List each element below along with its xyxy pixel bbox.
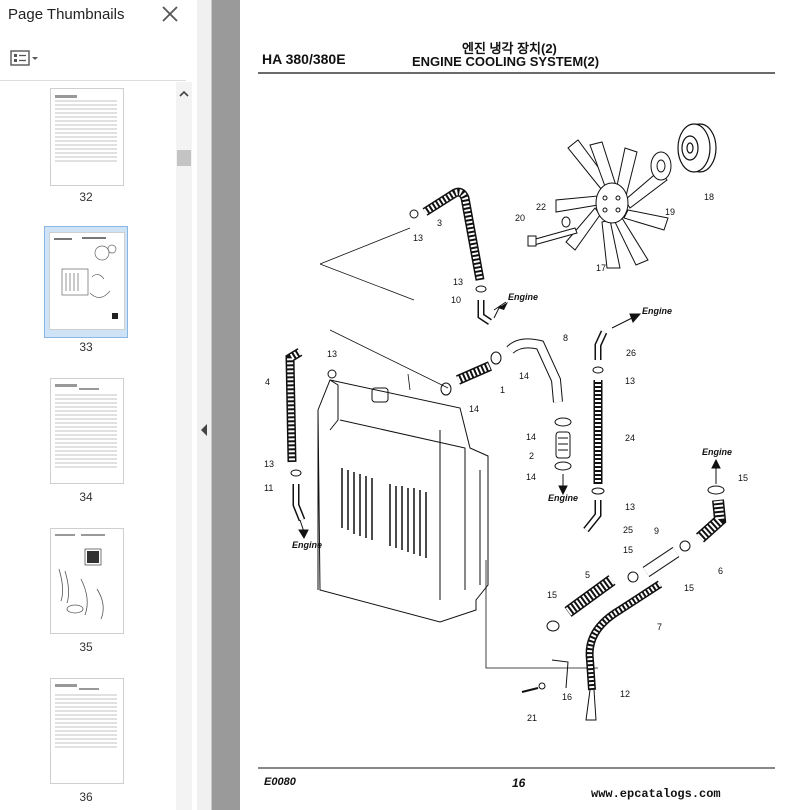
engine-label: Engine bbox=[702, 447, 732, 457]
panel-title: Page Thumbnails bbox=[8, 6, 125, 23]
radiator-core bbox=[341, 468, 427, 558]
callout-15c: 15 bbox=[684, 583, 694, 593]
callout-13b: 13 bbox=[453, 277, 463, 287]
part-callouts: 1 2 3 4 5 6 7 8 9 10 11 12 13 13 13 13 1… bbox=[264, 192, 748, 723]
upper-hose bbox=[409, 187, 492, 325]
panel-toolbar bbox=[0, 40, 186, 81]
callout-16: 16 bbox=[562, 692, 572, 702]
thumbnail-page-34[interactable] bbox=[50, 378, 124, 484]
right-pipes bbox=[583, 330, 608, 533]
engine-label: Engine bbox=[548, 493, 578, 503]
callout-13d: 13 bbox=[264, 459, 274, 469]
callout-5: 5 bbox=[585, 570, 590, 580]
callout-13: 13 bbox=[413, 233, 423, 243]
callout-22: 22 bbox=[536, 202, 546, 212]
thumbnail-label-35: 35 bbox=[79, 640, 93, 654]
thumbnail-scrollbar[interactable] bbox=[176, 82, 192, 810]
callout-3: 3 bbox=[437, 218, 442, 228]
callout-14: 14 bbox=[469, 404, 479, 414]
callout-18: 18 bbox=[704, 192, 714, 202]
callout-14c: 14 bbox=[526, 432, 536, 442]
callout-13e: 13 bbox=[625, 376, 635, 386]
engine-arrows bbox=[298, 301, 721, 540]
callout-14b: 14 bbox=[519, 371, 529, 381]
callout-24: 24 bbox=[625, 433, 635, 443]
panel-header: Page Thumbnails bbox=[0, 0, 197, 34]
page-preview bbox=[55, 95, 117, 162]
title-korean: 엔진 냉각 장치(2) bbox=[462, 41, 557, 56]
model-title: HA 380/380E bbox=[262, 51, 346, 67]
thumbnail-label-36: 36 bbox=[79, 790, 93, 804]
title-english: ENGINE COOLING SYSTEM(2) bbox=[412, 54, 600, 69]
radiator-hoses bbox=[440, 338, 572, 471]
thumbnails-panel: Page Thumbnails bbox=[0, 0, 198, 810]
callout-1: 1 bbox=[500, 385, 505, 395]
callout-6: 6 bbox=[718, 566, 723, 576]
callout-10: 10 bbox=[451, 295, 461, 305]
page-preview bbox=[55, 534, 105, 620]
engine-label: Engine bbox=[292, 540, 322, 550]
page-preview bbox=[54, 237, 118, 319]
panel-splitter[interactable] bbox=[197, 0, 212, 810]
page-preview bbox=[55, 684, 117, 748]
thumbnail-page-33[interactable] bbox=[49, 232, 125, 330]
exploded-diagram: Engine Engine Engine Engine Engine 1 2 3… bbox=[258, 72, 775, 769]
footer-code: E0080 bbox=[264, 776, 296, 788]
engine-label: Engine bbox=[508, 292, 538, 302]
callout-14d: 14 bbox=[526, 472, 536, 482]
callout-11: 11 bbox=[264, 483, 273, 493]
thumbnail-options-icon[interactable] bbox=[10, 50, 42, 68]
document-page[interactable]: HA 380/380E 엔진 냉각 장치(2) ENGINE COOLING S… bbox=[240, 0, 803, 810]
thumbnail-label-32: 32 bbox=[79, 190, 93, 204]
radiator bbox=[317, 379, 489, 623]
callout-25: 25 bbox=[623, 525, 633, 535]
close-icon[interactable] bbox=[160, 4, 180, 24]
fan-bolt bbox=[527, 216, 578, 247]
thumbnail-label-33: 33 bbox=[79, 340, 93, 354]
callout-19: 19 bbox=[665, 207, 675, 217]
callout-15: 15 bbox=[738, 473, 748, 483]
callout-15d: 15 bbox=[547, 590, 557, 600]
callout-26: 26 bbox=[626, 348, 636, 358]
callout-9: 9 bbox=[654, 526, 659, 536]
cooling-fan bbox=[555, 139, 669, 269]
page-number: 16 bbox=[512, 776, 526, 790]
callout-4: 4 bbox=[265, 377, 270, 387]
scrollbar-thumb[interactable] bbox=[177, 150, 191, 166]
callout-15b: 15 bbox=[623, 545, 633, 555]
thumbnail-list: 32 33 bbox=[0, 82, 176, 810]
scroll-up-icon[interactable] bbox=[176, 88, 192, 100]
engine-label: Engine bbox=[642, 306, 672, 316]
callout-2: 2 bbox=[529, 451, 534, 461]
thumbnail-page-35[interactable] bbox=[50, 528, 124, 634]
watermark-url: www.epcatalogs.com bbox=[591, 787, 721, 801]
callout-13c: 13 bbox=[327, 349, 337, 359]
callout-8: 8 bbox=[563, 333, 568, 343]
thumbnail-label-34: 34 bbox=[79, 490, 93, 504]
fan-spacer bbox=[650, 151, 672, 181]
lower-hoses bbox=[521, 485, 727, 721]
left-hose bbox=[285, 348, 337, 522]
callout-12: 12 bbox=[620, 689, 630, 699]
callout-7: 7 bbox=[657, 622, 662, 632]
document-background bbox=[212, 0, 240, 810]
fan-pulley bbox=[677, 123, 717, 173]
callout-20: 20 bbox=[515, 213, 525, 223]
callout-21: 21 bbox=[527, 713, 537, 723]
callout-17: 17 bbox=[596, 263, 606, 273]
collapse-left-icon[interactable] bbox=[200, 424, 208, 436]
thumbnail-page-32[interactable] bbox=[50, 88, 124, 186]
thumbnail-page-36[interactable] bbox=[50, 678, 124, 784]
callout-13f: 13 bbox=[625, 502, 635, 512]
page-preview bbox=[55, 384, 117, 468]
